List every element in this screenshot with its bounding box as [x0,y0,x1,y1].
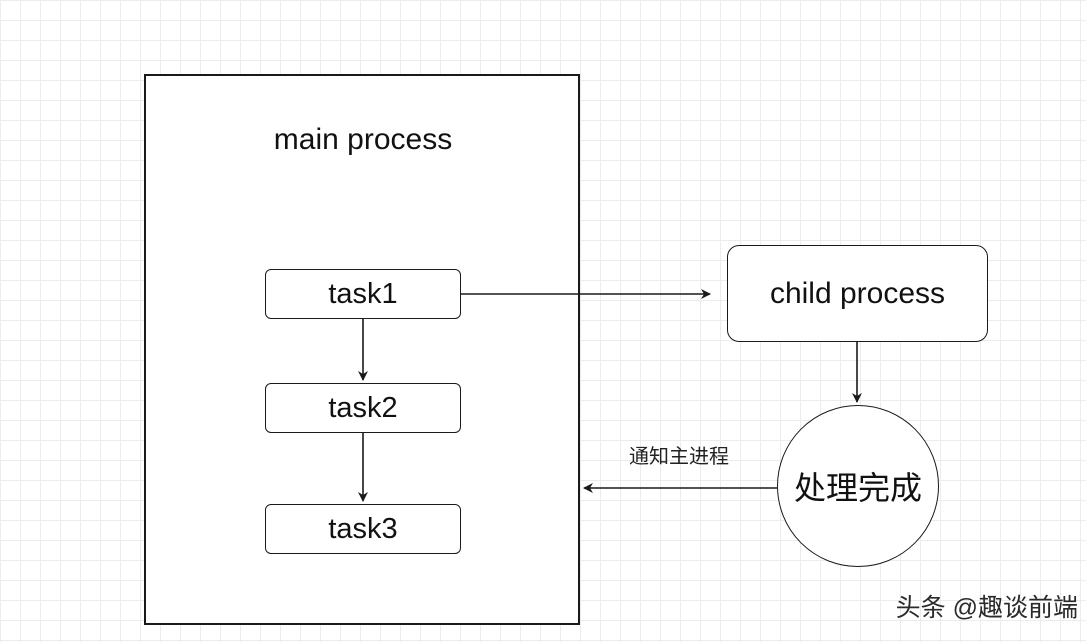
child-process-node: child process [727,245,988,342]
task3-node: task3 [265,504,461,554]
main-process-title: main process [273,123,453,156]
done-node: 处理完成 [777,405,939,567]
task2-node: task2 [265,383,461,433]
task1-node: task1 [265,269,461,319]
notify-main-process-label: 通知主进程 [629,446,729,468]
watermark: 头条 @趣谈前端 [895,594,1078,622]
